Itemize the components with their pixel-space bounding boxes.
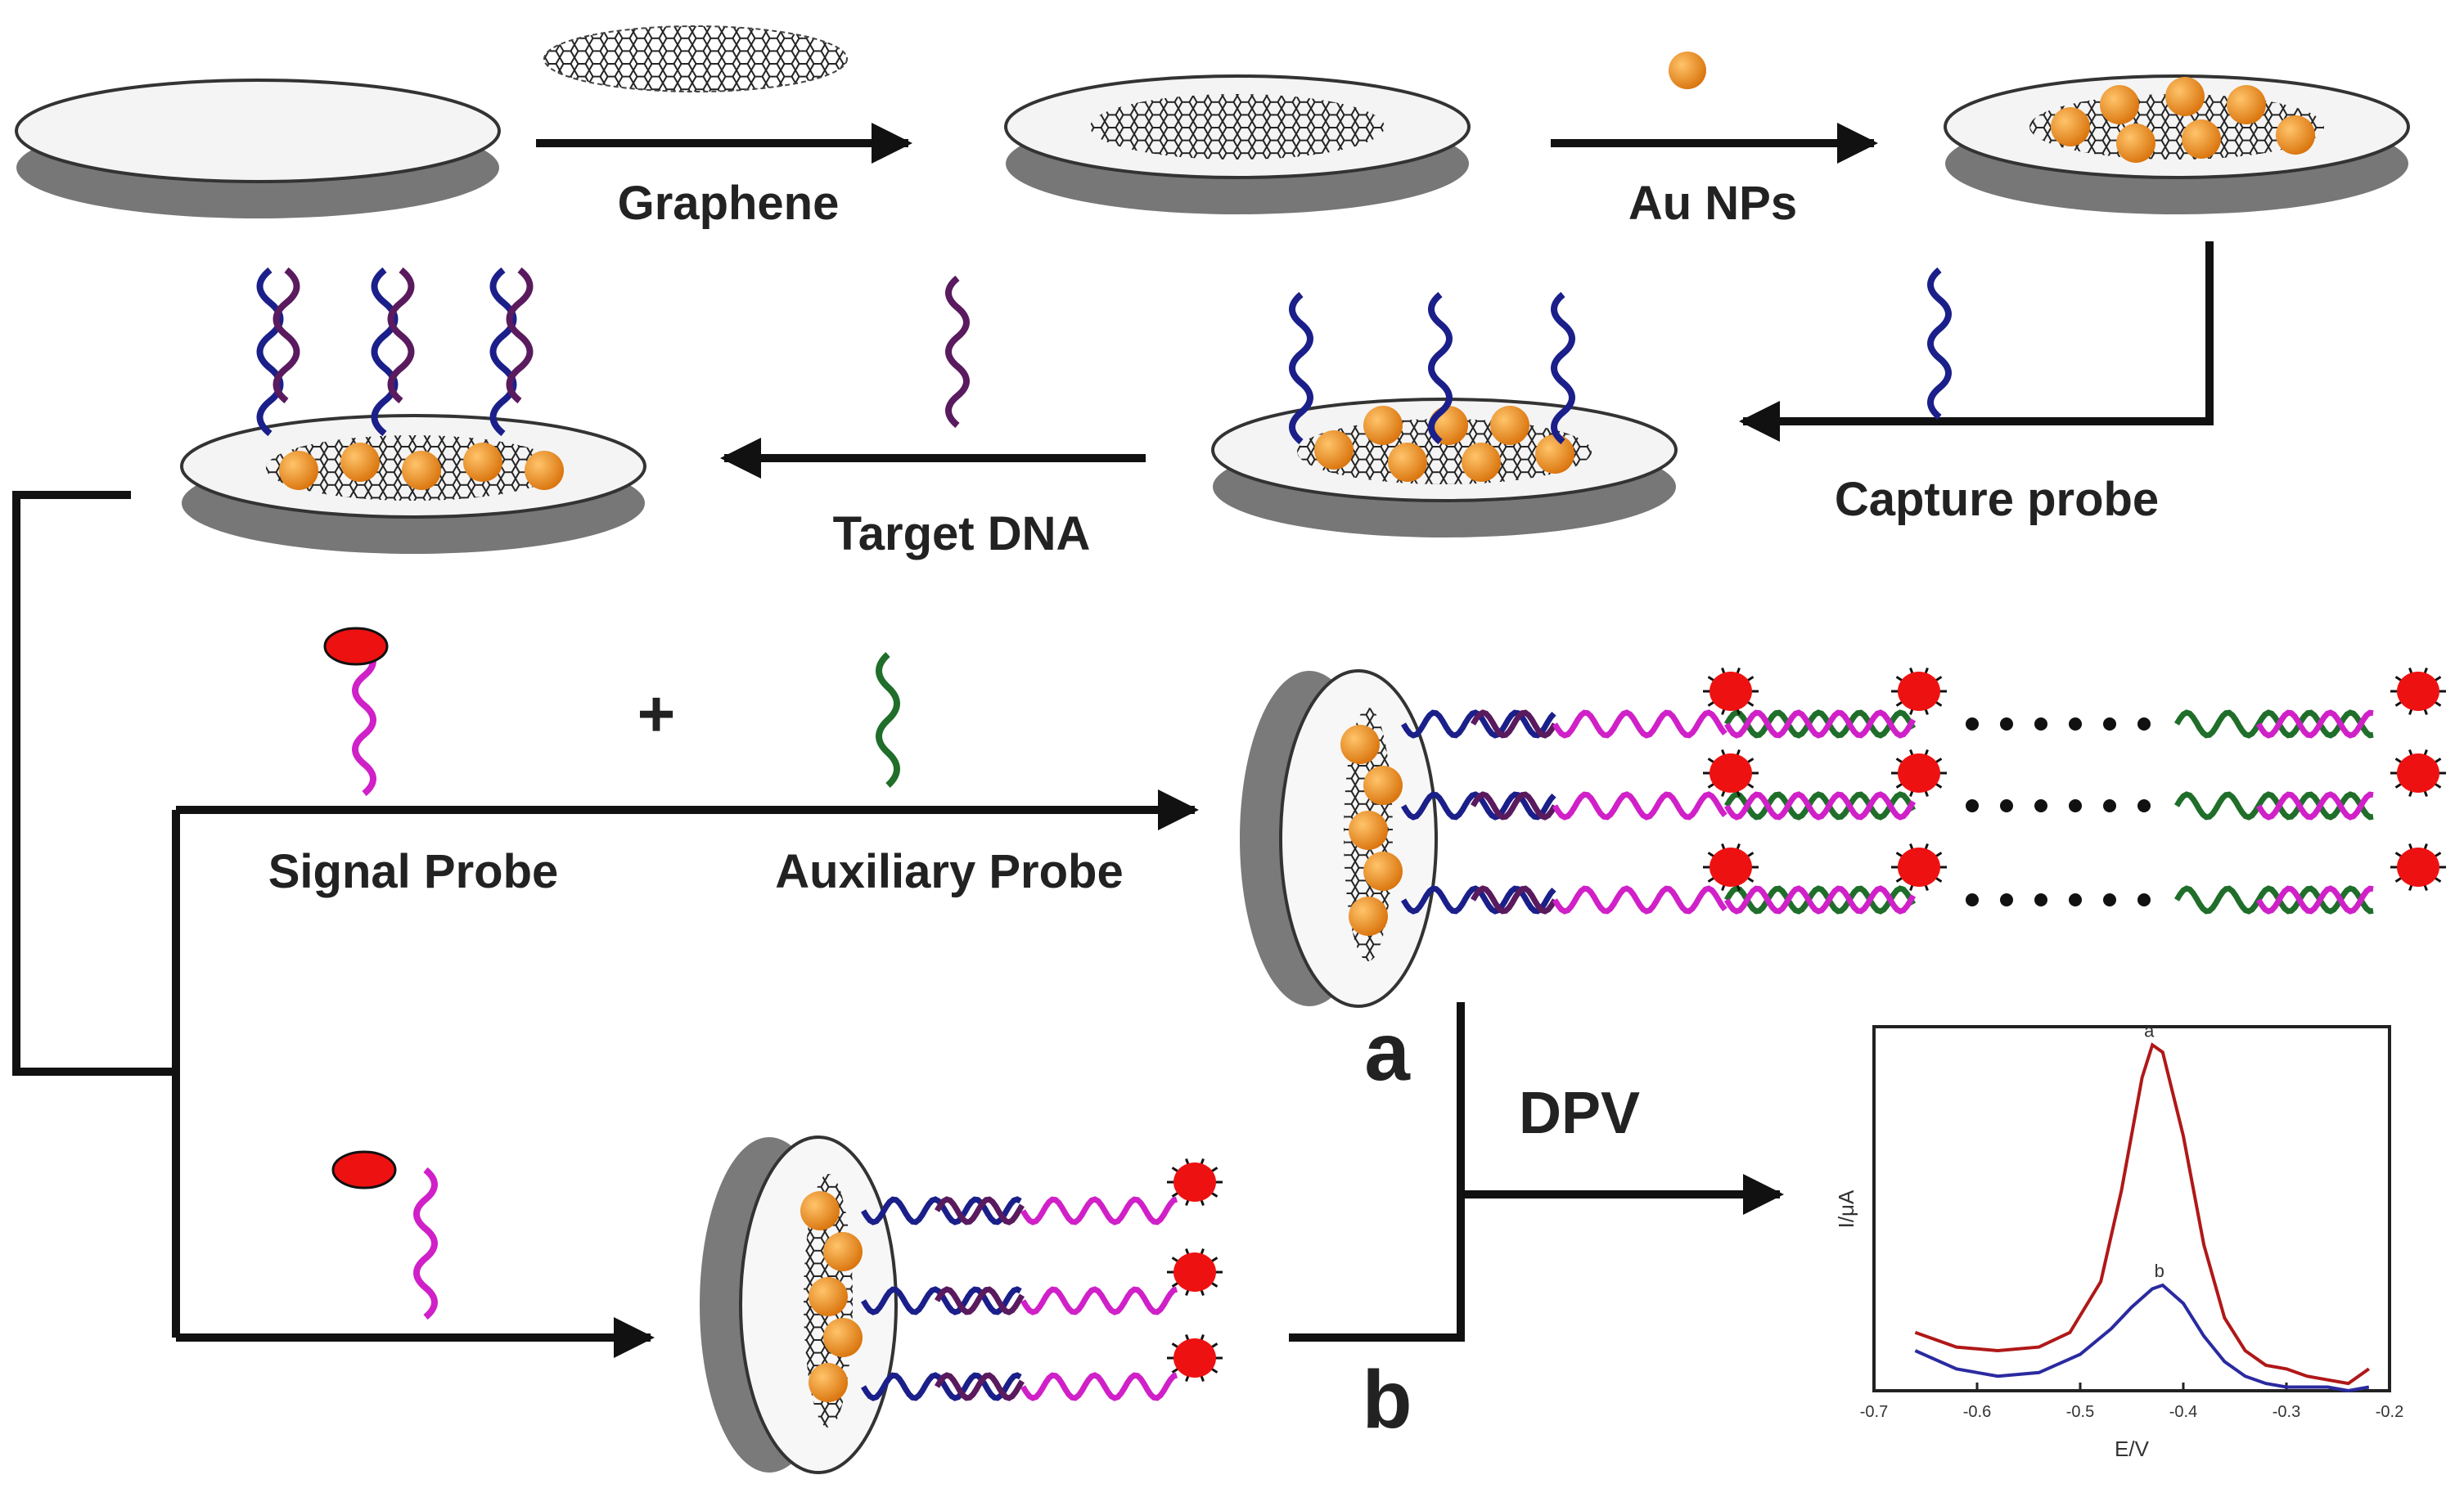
chain-row-a (1400, 749, 2446, 821)
label-branch-b: b (1362, 1354, 1412, 1446)
signal-label-tag (1167, 1158, 1223, 1207)
x-tick-label: -0.3 (2273, 1403, 2300, 1421)
series-label-a: a (2144, 1020, 2155, 1041)
label-signal-probe: Signal Probe (268, 845, 559, 898)
label-au-nps: Au NPs (1628, 177, 1797, 230)
plus-sign: + (637, 677, 676, 750)
signal-label-tag (1167, 1248, 1223, 1297)
auxiliary-probe-icon (876, 652, 900, 788)
signal-label-tag (1703, 667, 1759, 716)
x-tick-label: -0.5 (2066, 1403, 2094, 1421)
signal-label-tag (2390, 843, 2446, 892)
target-dna-icon (945, 275, 970, 429)
signal-label-tag (1891, 843, 1947, 892)
capture-probe-electrode (1211, 291, 1678, 537)
signal-label-tag (1703, 749, 1759, 798)
label-graphene: Graphene (618, 177, 840, 230)
signal-label-tag (2390, 667, 2446, 716)
label-capture-probe: Capture probe (1835, 473, 2159, 526)
series-line-a (1914, 1042, 2370, 1386)
gold-nanoparticle-icon (1669, 52, 1706, 89)
merge-connector (1289, 1002, 1465, 1342)
series-label-b: b (2155, 1261, 2164, 1281)
x-tick-label: -0.2 (2376, 1403, 2403, 1421)
chain-row-b (860, 1333, 1223, 1401)
chart-y-axis-label: I/μA (1834, 1189, 1858, 1228)
graphene-electrode (1004, 74, 1471, 214)
dna-sandwich-chains-b (860, 1158, 1223, 1401)
chain-row-b (860, 1158, 1223, 1225)
chain-row-a (1400, 843, 2446, 915)
signal-label-tag (1891, 667, 1947, 716)
signal-label-tag (2390, 749, 2446, 798)
electrode-b (700, 1135, 898, 1474)
capture-probe-icon (1927, 267, 1952, 420)
label-branch-a: a (1364, 1006, 1411, 1098)
x-tick-label: -0.4 (2169, 1403, 2197, 1421)
dna-concatemer-chains-a (1400, 667, 2446, 915)
dpv-chart: -0.7 -0.6 -0.5 -0.4 -0.3 -0.2 a b E/V I/μA (1834, 1020, 2403, 1461)
bare-electrode (15, 79, 501, 218)
x-tick-label: -0.6 (1963, 1403, 1991, 1421)
chart-frame (1872, 1025, 2391, 1392)
x-tick-label: -0.7 (1860, 1403, 1888, 1421)
chain-row-a (1400, 667, 2446, 739)
label-dpv: DPV (1519, 1081, 1640, 1146)
signal-label-tag (1891, 749, 1947, 798)
signal-label-tag (1703, 843, 1759, 892)
aunp-graphene-electrode (1944, 74, 2410, 214)
series-line-b (1914, 1283, 2370, 1393)
label-target-dna: Target DNA (833, 507, 1091, 560)
signal-probe-icon-a (323, 627, 389, 797)
hybridized-electrode (180, 267, 646, 554)
label-auxiliary-probe: Auxiliary Probe (775, 845, 1123, 898)
signal-label-tag (1167, 1333, 1223, 1383)
electrode-a (1240, 669, 1438, 1008)
chart-x-axis-label: E/V (2115, 1437, 2150, 1461)
chain-row-b (860, 1248, 1223, 1315)
graphene-sheet-icon (543, 25, 848, 92)
branch-connector (12, 491, 176, 1076)
arrow-capture-probe (1739, 241, 2214, 442)
signal-probe-icon-b (331, 1150, 438, 1320)
